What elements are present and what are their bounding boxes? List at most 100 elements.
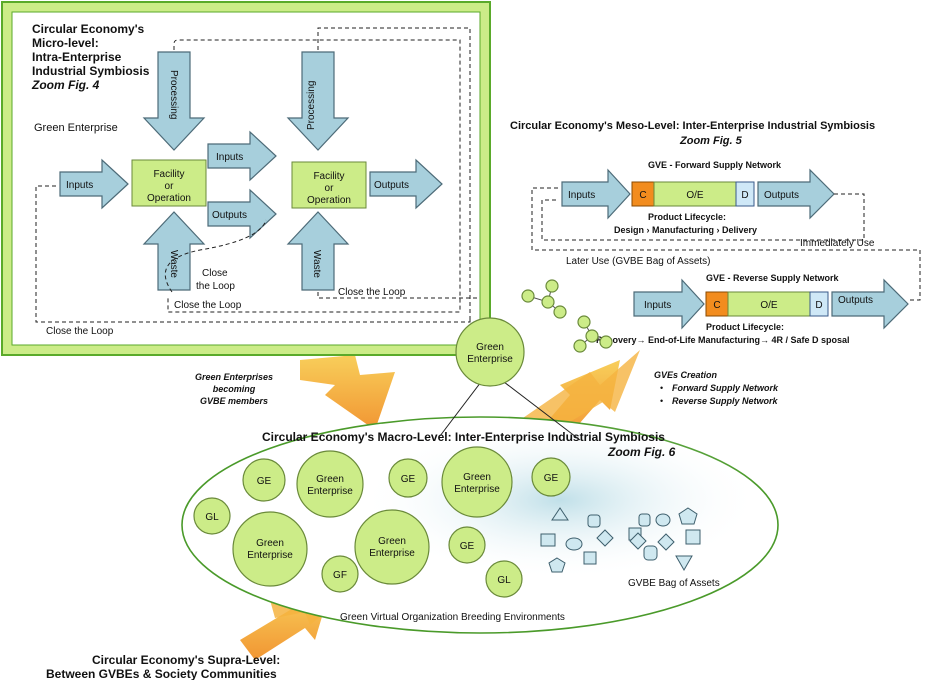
- forward-network-title: GVE - Forward Supply Network: [648, 160, 782, 170]
- loop-waste2: [317, 292, 478, 299]
- ge-label-2: GE: [401, 474, 416, 485]
- forward-seg-d: [735, 181, 755, 207]
- loop-top-right-vert: [317, 27, 471, 320]
- gl-label-2: GL: [497, 575, 511, 586]
- asset-diamond-2: [629, 532, 647, 550]
- ge-circle-3: [531, 457, 571, 497]
- reverse-network-title: GVE - Reverse Supply Network: [706, 273, 840, 283]
- loop-processing-top: [167, 39, 461, 313]
- bag-of-assets-shapes: GVBE Bag of Assets: [540, 507, 720, 589]
- waste-arrow-1: [142, 211, 206, 291]
- asset-cylinder-1: [587, 514, 601, 528]
- micro-level-panel: Circular Economy's Micro-level: Intra-En…: [1, 1, 491, 356]
- asset-pentagon-2: [678, 507, 698, 525]
- forward-seg-oe-label: O/E: [686, 190, 704, 201]
- loop-later: [531, 187, 921, 301]
- asset-diamond-3: [657, 533, 675, 551]
- waste-label-2: Waste: [311, 250, 322, 278]
- inputs-left-label: Inputs: [66, 180, 93, 191]
- facility-1-line-2: or: [165, 181, 175, 192]
- forward-outputs-arrow: [757, 168, 835, 220]
- connector-line-2: [503, 381, 581, 441]
- reverse-seg-c-label: C: [713, 300, 720, 311]
- close-loop-right: Close the Loop: [338, 287, 406, 298]
- reverse-inputs-label: Inputs: [644, 300, 671, 311]
- orange-arrow-down-left: [300, 355, 395, 430]
- micro-title-1: Circular Economy's: [32, 22, 145, 36]
- green-enterprise-circle-3: [232, 511, 308, 587]
- asset-circle-2: [655, 513, 671, 527]
- micro-title-3: Intra-Enterprise: [32, 50, 122, 64]
- forward-inputs-label: Inputs: [568, 190, 595, 201]
- creation-item-1: Forward Supply Network: [672, 383, 779, 393]
- reverse-seg-d: [809, 291, 829, 317]
- asset-triangle-1: [551, 507, 569, 521]
- ge-circle-1: [242, 458, 286, 502]
- inputs-mid-label: Inputs: [216, 152, 243, 163]
- gl-circle-1: [193, 497, 231, 535]
- creation-item-2: Reverse Supply Network: [672, 396, 779, 406]
- forward-inputs-arrow: [561, 168, 631, 220]
- lifecycle-rev-title: Product Lifecycle:: [706, 322, 784, 332]
- ge-big-4-line-1: Green: [378, 536, 406, 547]
- breeding-env-label: Green Virtual Organization Breeding Envi…: [340, 612, 565, 623]
- green-enterprise-circle-2: [441, 446, 513, 518]
- inputs-arrow-mid: [207, 130, 277, 182]
- ge-circle-4: [448, 526, 486, 564]
- asset-cylinder-3: [643, 545, 658, 561]
- network-molecule-2: [573, 315, 613, 353]
- processing-label-2: Processing: [306, 81, 317, 130]
- loop-bottom: [35, 185, 471, 323]
- becoming-line-2: becoming: [213, 384, 256, 394]
- ge-label-4: GE: [460, 541, 475, 552]
- meso-title: Circular Economy's Meso-Level: Inter-Ent…: [510, 120, 875, 132]
- later-use-label: Later Use (GVBE Bag of Assets): [566, 256, 711, 267]
- close-loop-bottom: Close the Loop: [46, 326, 114, 337]
- outputs-right-label: Outputs: [374, 180, 409, 191]
- becoming-line-3: GVBE members: [200, 396, 268, 406]
- reverse-seg-oe-label: O/E: [760, 300, 778, 311]
- green-enterprise-circle-1: [296, 450, 364, 518]
- becoming-line-1: Green Enterprises: [195, 372, 273, 382]
- ge-big-2-line-2: Enterprise: [454, 484, 500, 495]
- asset-square-3: [685, 529, 701, 545]
- asset-diamond-1: [596, 529, 614, 547]
- close-loop-inner-1: Close: [202, 268, 228, 279]
- forward-seg-oe: [653, 181, 737, 207]
- forward-seg-c-label: C: [639, 190, 646, 201]
- macro-zoom: Zoom Fig. 6: [607, 445, 676, 459]
- waste-label-1: Waste: [168, 250, 179, 278]
- gl-label-1: GL: [205, 512, 219, 523]
- reverse-seg-oe: [727, 291, 811, 317]
- micro-title-4: Industrial Symbiosis: [32, 64, 150, 78]
- gl-circle-2: [485, 560, 523, 598]
- immediately-use-label: Immediately Use: [800, 238, 875, 249]
- green-enterprise-circle-4: [354, 509, 430, 585]
- meso-zoom: Zoom Fig. 5: [679, 135, 743, 147]
- macro-level-panel: Circular Economy's Macro-Level: Inter-En…: [181, 377, 779, 634]
- asset-cylinder-2: [638, 513, 651, 527]
- meso-level-panel: Circular Economy's Meso-Level: Inter-Ent…: [510, 120, 921, 353]
- svg-text:•: •: [660, 396, 663, 406]
- ge-big-2-line-1: Green: [463, 472, 491, 483]
- waste-arrow-2: [286, 211, 350, 291]
- ge-label-3: GE: [544, 473, 559, 484]
- facility-1-line-1: Facility: [153, 169, 184, 180]
- reverse-seg-d-label: D: [815, 300, 822, 311]
- network-molecule-1: [521, 279, 567, 319]
- asset-pentagon-1: [548, 557, 566, 573]
- forward-outputs-label: Outputs: [764, 190, 799, 201]
- ge-big-4-line-2: Enterprise: [369, 548, 415, 559]
- forward-seg-d-label: D: [741, 190, 748, 201]
- creation-title: GVEs Creation: [654, 370, 718, 380]
- loop-immediately: [541, 193, 865, 241]
- facility-2-line-1: Facility: [313, 171, 344, 182]
- asset-triangle-2: [675, 555, 693, 572]
- facility-box-2: [291, 161, 367, 209]
- micro-zoom: Zoom Fig. 4: [31, 78, 100, 92]
- close-loop-mid: Close the Loop: [174, 300, 242, 311]
- facility-1-line-3: Operation: [147, 193, 191, 204]
- central-ge-line-2: Enterprise: [467, 354, 513, 365]
- supra-title-2: Between GVBEs & Society Communities: [46, 667, 277, 680]
- green-enterprise-label: Green Enterprise: [34, 122, 118, 134]
